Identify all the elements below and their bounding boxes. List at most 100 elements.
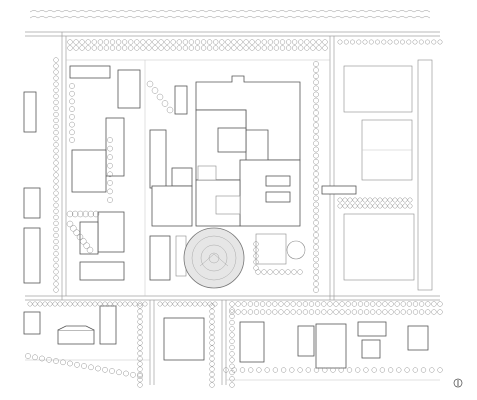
tree (85, 45, 91, 51)
tree (137, 345, 143, 351)
tree (437, 309, 443, 315)
tree (253, 301, 260, 307)
tree (322, 45, 328, 51)
tree (382, 203, 388, 209)
tree (407, 197, 413, 203)
tree (231, 367, 237, 373)
tree (140, 39, 146, 45)
tree (376, 301, 382, 307)
tree (73, 45, 79, 51)
tree (27, 301, 33, 307)
tree (223, 367, 229, 373)
tree (296, 309, 302, 315)
tree (53, 129, 59, 136)
tree (298, 45, 304, 51)
tree (209, 382, 215, 388)
tree (202, 301, 208, 307)
tree (253, 265, 259, 271)
tree (53, 81, 59, 87)
tree (363, 367, 369, 373)
tree (77, 210, 84, 218)
tree (377, 203, 383, 209)
tree (313, 146, 319, 153)
tree (412, 367, 418, 373)
tree (437, 367, 443, 373)
tree (305, 367, 311, 373)
tree (425, 309, 431, 315)
tree (400, 309, 406, 315)
tree (297, 367, 303, 373)
tree (229, 357, 235, 363)
tree (302, 301, 309, 307)
tree (313, 183, 319, 190)
tree (69, 129, 75, 136)
tree (338, 367, 344, 373)
tree (188, 45, 195, 51)
tree (316, 45, 322, 51)
tree (182, 301, 188, 307)
tree (167, 301, 173, 307)
tree (39, 355, 45, 362)
tree (146, 80, 154, 88)
tree (372, 197, 378, 203)
top-hedge (29, 10, 431, 13)
tree (53, 184, 59, 190)
tree (137, 373, 143, 379)
tree (32, 354, 38, 361)
tree (388, 309, 394, 315)
round-dome-building (183, 227, 245, 289)
tree (53, 275, 59, 281)
tree (302, 309, 309, 315)
tree (239, 367, 246, 373)
tree (137, 313, 143, 320)
tree (209, 334, 215, 341)
north-arrow (453, 378, 463, 388)
tree (406, 301, 413, 307)
tree (291, 39, 298, 45)
tree (137, 303, 143, 309)
tree (243, 45, 249, 51)
tree (67, 39, 73, 45)
tree (69, 114, 75, 120)
tree (376, 309, 382, 315)
tree (406, 39, 412, 45)
tree (92, 210, 100, 218)
tree (137, 308, 143, 314)
tree (297, 269, 303, 275)
tree (241, 301, 247, 307)
tree (213, 39, 219, 45)
tree (209, 356, 215, 362)
tree (69, 90, 75, 97)
tree (207, 301, 213, 307)
tree (272, 367, 279, 373)
tree (209, 366, 215, 372)
tree (82, 301, 88, 307)
tree (79, 39, 85, 45)
tree (412, 301, 419, 307)
tree (142, 301, 148, 307)
tree (313, 134, 319, 141)
tree (357, 197, 363, 203)
tree (137, 382, 143, 388)
tree (402, 197, 408, 203)
tree (209, 303, 215, 309)
tree (97, 45, 104, 51)
tree (266, 301, 272, 307)
tree (115, 45, 122, 51)
tree (137, 340, 143, 346)
tree (394, 301, 400, 307)
tree (330, 367, 336, 373)
tree (368, 39, 374, 45)
tree (304, 39, 310, 45)
tree (146, 45, 152, 51)
tree (209, 340, 215, 346)
tree (107, 197, 113, 203)
tree (418, 309, 425, 315)
tree (53, 196, 59, 202)
tree (69, 106, 75, 112)
tree (47, 301, 53, 307)
tree (431, 309, 437, 315)
tree (345, 309, 351, 315)
tree (313, 207, 319, 214)
